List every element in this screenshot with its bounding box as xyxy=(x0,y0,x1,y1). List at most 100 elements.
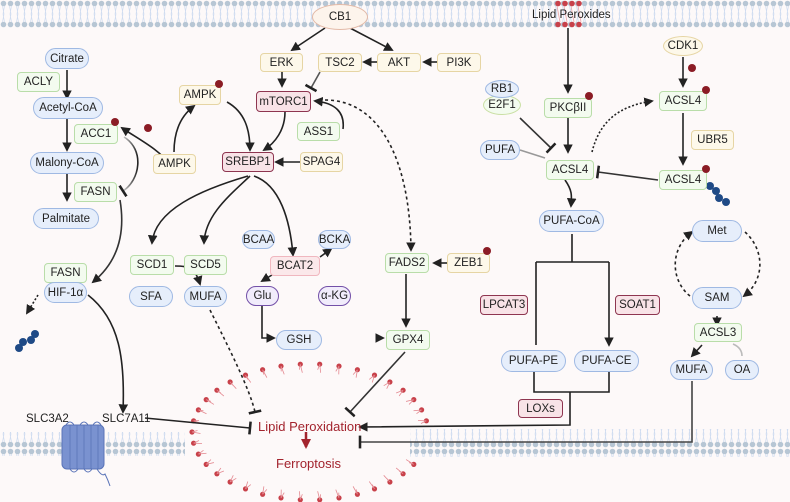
lipid-head xyxy=(297,361,303,367)
node-scd5: SCD5 xyxy=(184,255,227,275)
node-srebp1: SREBP1 xyxy=(222,152,274,172)
node-pufa-ce: PUFA-CE xyxy=(574,350,639,372)
edge-ampktop-srebp1 xyxy=(226,101,255,152)
lipid-tail xyxy=(335,365,340,375)
node-acsl3: ACSL3 xyxy=(694,323,742,342)
lipid-tail xyxy=(395,467,404,475)
slc7a11-label: SLC7A11 xyxy=(102,413,151,425)
edge-met-sam xyxy=(742,231,761,298)
edge-pufa-acsl4 xyxy=(519,149,546,159)
transporter-icon xyxy=(61,421,111,487)
node-bcka: BCKA xyxy=(318,230,351,249)
slc3a2-label: SLC3A2 xyxy=(26,413,69,425)
node-scd1: SCD1 xyxy=(130,255,174,275)
top-membrane xyxy=(0,0,790,28)
node-erk: ERK xyxy=(260,53,303,72)
edge-sam-met xyxy=(674,230,694,297)
node-acsl4-ubiquitinated: ACSL4 xyxy=(659,170,707,190)
node-pufa-coa: PUFA-CoA xyxy=(539,210,604,232)
edge-acsl4-pufacoa xyxy=(564,179,577,208)
sumo-chain-icon xyxy=(15,330,39,352)
lipid-head xyxy=(191,440,197,446)
lipid-head xyxy=(411,461,417,467)
node-sfa: SFA xyxy=(129,286,173,307)
lipid-head xyxy=(260,367,266,373)
edge-glu-gsh xyxy=(261,306,276,343)
edge-pufape-lipidperox xyxy=(358,392,571,432)
edge-ass1-mtorc1 xyxy=(313,96,344,130)
lipid-tail xyxy=(368,481,375,490)
edge-bcat2-bcka xyxy=(319,247,333,258)
node-fasn-1: FASN xyxy=(74,182,117,202)
node-tsc2: TSC2 xyxy=(318,53,362,72)
lipid-tail xyxy=(198,449,207,455)
lipid-tail xyxy=(405,459,414,465)
edge-acsl3-oa xyxy=(732,343,743,357)
lipid-tail xyxy=(216,389,225,397)
lipid-tail xyxy=(216,467,225,475)
phospho-tag-cdk1-arrow xyxy=(688,64,696,72)
node-ass1: ASS1 xyxy=(297,122,340,141)
lipid-peroxides-patch xyxy=(555,0,582,28)
node-mufa-right: MUFA xyxy=(670,360,713,380)
node-hif-1a: HIF-1α xyxy=(44,282,87,303)
lipid-tail xyxy=(198,409,207,415)
edge-slc7a11-lipidperox xyxy=(144,417,252,435)
lipid-tail xyxy=(395,389,404,397)
node-malony-coa: Malony-CoA xyxy=(30,152,104,174)
lipid-tail xyxy=(206,399,215,405)
lipid-tail xyxy=(352,369,358,378)
node-akt: AKT xyxy=(377,53,421,72)
node-oa: OA xyxy=(725,360,759,380)
node-e2f1: E2F1 xyxy=(483,95,521,115)
phospho-tag-zeb1 xyxy=(483,247,491,255)
lipid-peroxidation-label: Lipid Peroxidation xyxy=(258,419,362,434)
edge-pufape-branch xyxy=(533,372,610,393)
lipid-tail xyxy=(352,486,358,495)
node-zeb1: ZEB1 xyxy=(447,253,490,273)
node-acsl4-top-right: ACSL4 xyxy=(659,91,707,111)
bottom-membrane-right xyxy=(410,429,790,457)
node-ampk-bottom: AMPK xyxy=(153,154,196,174)
phospho-tag-acc1 xyxy=(111,118,119,126)
edge-acsl4-acsl4top xyxy=(591,97,654,153)
node-pi3k: PI3K xyxy=(437,53,481,72)
edge-acsl3-mufa xyxy=(690,344,703,358)
cb1-receptor: CB1 xyxy=(312,4,368,30)
node-gsh: GSH xyxy=(276,330,322,350)
node-pkcbii: PKCβII xyxy=(544,98,592,118)
edge-hif1a-slc7a11 xyxy=(87,294,129,414)
node-ubr5: UBR5 xyxy=(691,130,734,150)
lipid-tail xyxy=(298,491,303,500)
lipid-tail xyxy=(245,481,252,490)
node-bcat2: BCAT2 xyxy=(270,256,320,276)
lipid-tail xyxy=(193,440,203,444)
node-bcaa: BCAA xyxy=(242,230,275,249)
node-pufa: PUFA xyxy=(480,140,520,160)
edge-fasn-hif1a xyxy=(91,199,123,284)
edge-ampk-ampktop xyxy=(173,104,196,153)
lipid-tail xyxy=(280,365,285,375)
node-gpx4: GPX4 xyxy=(386,330,430,350)
node-glu: Glu xyxy=(246,286,279,306)
phospho-tag-acsl4-top xyxy=(702,86,710,94)
lipid-tail xyxy=(262,369,268,378)
lipid-head xyxy=(423,418,429,424)
edge-cb1-akt xyxy=(349,27,394,51)
lipid-tail xyxy=(417,420,427,424)
node-fasn-2: FASN xyxy=(44,263,87,283)
edge-rb1e2f1-acsl4 xyxy=(519,117,557,154)
edge-pufacoa-split xyxy=(535,234,609,345)
lipid-tail xyxy=(245,374,252,383)
node-soat1: SOAT1 xyxy=(615,295,660,315)
node-met: Met xyxy=(692,220,742,242)
lipid-tail xyxy=(317,364,322,373)
edge-cb1-erk xyxy=(290,27,326,52)
edge-srebp1-scd1 xyxy=(147,175,249,245)
lipid-tail xyxy=(368,374,375,383)
lipid-tail xyxy=(262,486,268,495)
lipid-tail xyxy=(229,475,237,483)
edge-bcat2-glu xyxy=(260,272,273,282)
edge-mufa-right-lipidperox xyxy=(358,381,693,449)
